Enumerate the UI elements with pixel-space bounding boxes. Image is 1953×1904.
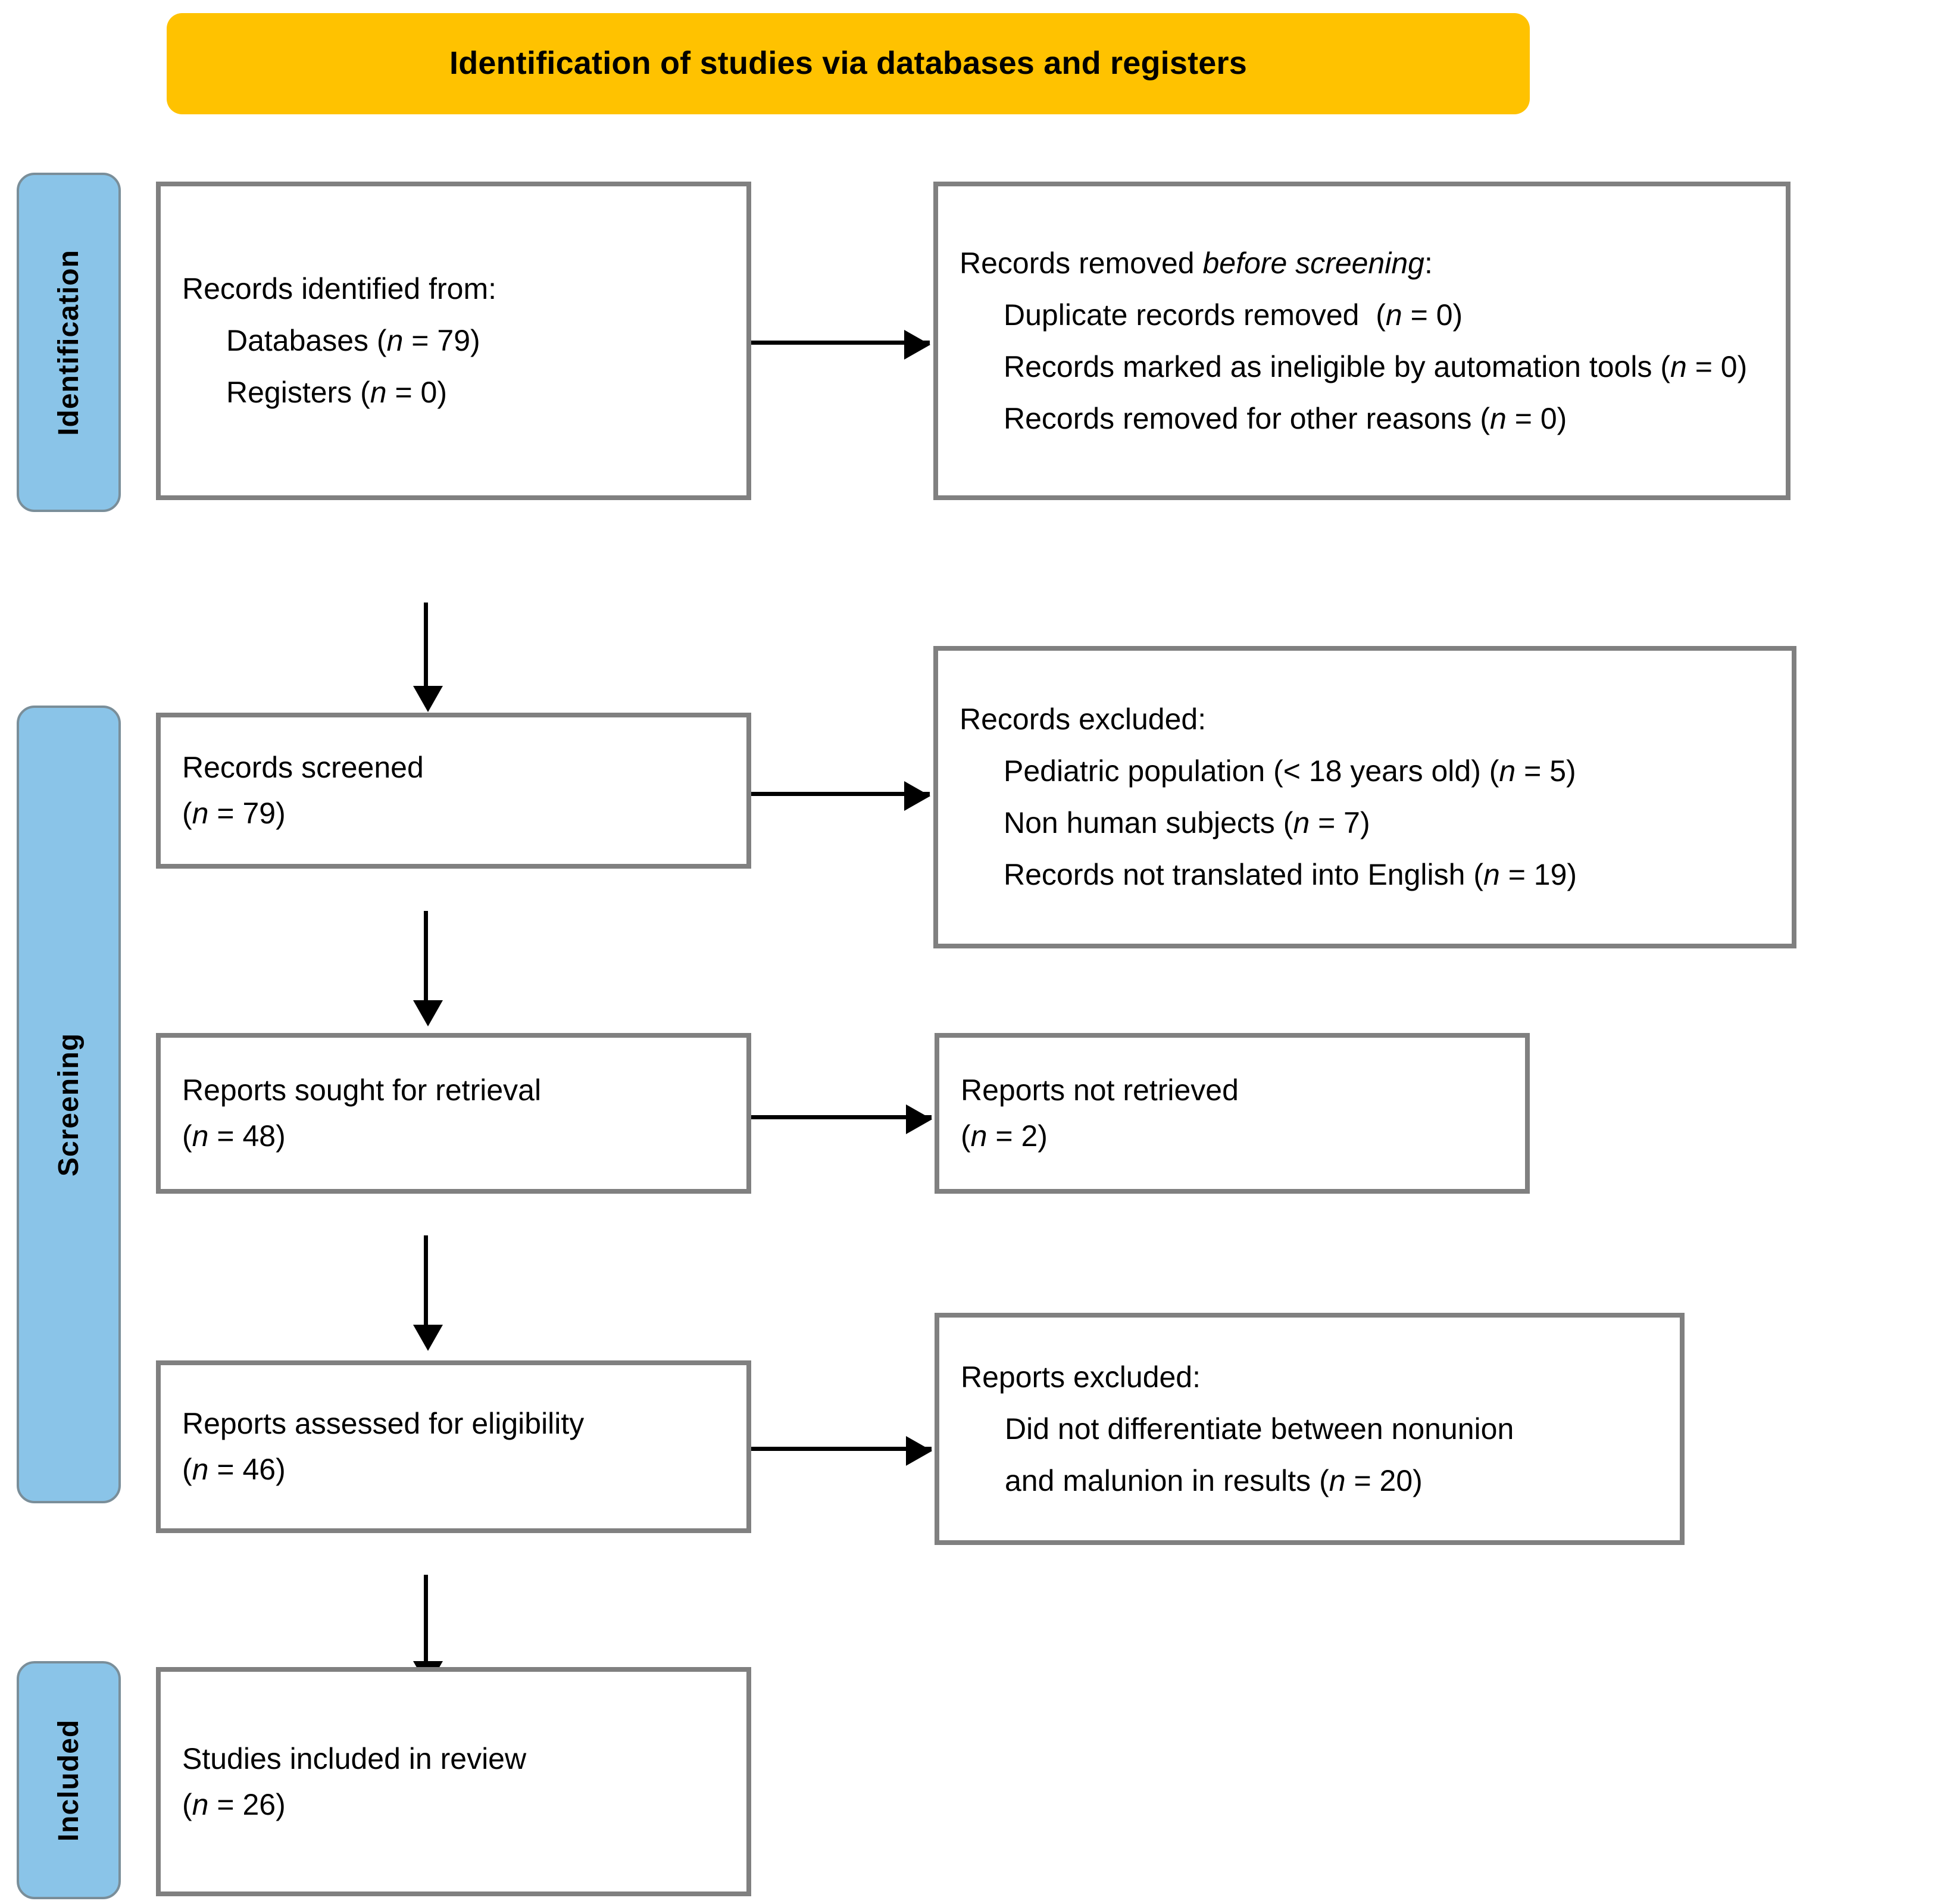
records-removed-duplicate: Duplicate records removed (n = 0) xyxy=(1004,298,1463,332)
box-records-removed-content: Records removed before screening: Duplic… xyxy=(938,238,1786,445)
arrow-identified-to-removed xyxy=(751,330,930,360)
box-records-screened-content: Records screened (n = 79) xyxy=(161,745,746,836)
stage-screening-label: Screening xyxy=(53,1032,85,1176)
arrow-sought-to-not-retrieved xyxy=(751,1104,932,1134)
studies-included-count: (n = 26) xyxy=(182,1787,286,1821)
stage-identification-label: Identification xyxy=(53,249,85,436)
box-studies-included: Studies included in review (n = 26) xyxy=(156,1667,751,1896)
box-reports-assessed-content: Reports assessed for eligibility (n = 46… xyxy=(161,1401,746,1493)
reports-not-retrieved-title: Reports not retrieved xyxy=(961,1073,1239,1107)
box-reports-not-retrieved: Reports not retrieved (n = 2) xyxy=(935,1033,1530,1194)
stage-included: Included xyxy=(17,1661,121,1899)
arrow-screened-to-sought xyxy=(413,911,443,1026)
studies-included-title: Studies included in review xyxy=(182,1741,527,1775)
diagram-header-banner: Identification of studies via databases … xyxy=(167,13,1530,114)
reports-excluded-reason-line1: Did not differentiate between nonunion xyxy=(1005,1412,1514,1446)
reports-sought-title: Reports sought for retrieval xyxy=(182,1073,542,1107)
reports-excluded-reason-line2: and malunion in results (n = 20) xyxy=(1005,1463,1423,1497)
records-excluded-nonhuman: Non human subjects (n = 7) xyxy=(1004,806,1370,839)
reports-sought-count: (n = 48) xyxy=(182,1119,286,1153)
diagram-header-title: Identification of studies via databases … xyxy=(449,45,1247,82)
box-records-screened: Records screened (n = 79) xyxy=(156,713,751,869)
box-records-excluded: Records excluded: Pediatric population (… xyxy=(933,646,1796,948)
box-reports-assessed: Reports assessed for eligibility (n = 46… xyxy=(156,1360,751,1533)
reports-not-retrieved-count: (n = 2) xyxy=(961,1119,1048,1153)
reports-assessed-count: (n = 46) xyxy=(182,1453,286,1486)
records-identified-databases: Databases (n = 79) xyxy=(226,324,480,357)
records-identified-title: Records identified from: xyxy=(182,272,497,305)
box-studies-included-content: Studies included in review (n = 26) xyxy=(161,1736,746,1828)
arrow-assessed-to-reports-excluded xyxy=(751,1436,932,1466)
stage-screening: Screening xyxy=(17,706,121,1503)
box-reports-not-retrieved-content: Reports not retrieved (n = 2) xyxy=(939,1068,1525,1159)
reports-excluded-title: Reports excluded: xyxy=(961,1360,1201,1394)
records-removed-title: Records removed before screening: xyxy=(960,246,1433,280)
records-removed-ineligible: Records marked as ineligible by automati… xyxy=(1004,349,1748,383)
box-reports-sought-content: Reports sought for retrieval (n = 48) xyxy=(161,1068,746,1159)
box-reports-excluded: Reports excluded: Did not differentiate … xyxy=(935,1313,1685,1545)
records-removed-other: Records removed for other reasons (n = 0… xyxy=(1004,401,1567,435)
stage-identification: Identification xyxy=(17,173,121,512)
box-records-identified-content: Records identified from: Databases (n = … xyxy=(161,263,746,419)
stage-included-label: Included xyxy=(53,1719,85,1841)
arrow-identified-to-screened xyxy=(413,603,443,712)
box-reports-sought: Reports sought for retrieval (n = 48) xyxy=(156,1033,751,1194)
reports-assessed-title: Reports assessed for eligibility xyxy=(182,1407,585,1440)
arrow-sought-to-assessed xyxy=(413,1235,443,1351)
box-records-excluded-content: Records excluded: Pediatric population (… xyxy=(938,694,1792,901)
records-excluded-title: Records excluded: xyxy=(960,703,1207,736)
records-identified-registers: Registers (n = 0) xyxy=(226,376,447,409)
records-excluded-nottranslated: Records not translated into English (n =… xyxy=(1004,858,1577,891)
box-records-removed: Records removed before screening: Duplic… xyxy=(933,182,1790,500)
box-reports-excluded-content: Reports excluded: Did not differentiate … xyxy=(939,1351,1680,1507)
records-excluded-pediatric: Pediatric population (< 18 years old) (n… xyxy=(1004,754,1576,788)
box-records-identified: Records identified from: Databases (n = … xyxy=(156,182,751,500)
arrow-assessed-to-included xyxy=(413,1575,443,1687)
arrow-screened-to-excluded xyxy=(751,781,930,811)
records-screened-count: (n = 79) xyxy=(182,797,286,830)
records-screened-title: Records screened xyxy=(182,751,424,784)
